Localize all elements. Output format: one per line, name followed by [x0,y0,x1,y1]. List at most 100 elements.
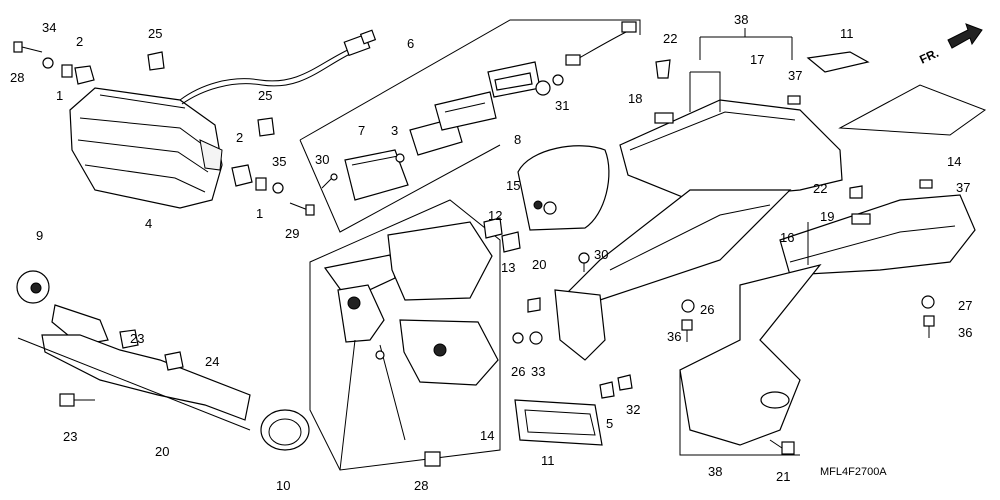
washer-icon [681,299,695,313]
washer-icon [272,182,284,194]
callout-12: 12 [488,208,502,223]
bolt-icon [849,185,863,199]
callout-27: 27 [958,298,972,313]
callout-18: 18 [628,91,642,106]
callout-3: 3 [391,123,398,138]
callout-10: 10 [276,478,290,493]
socket-grip-icon [494,72,533,91]
reflector-icon [260,409,310,451]
diagram-code: MFL4F2700A [820,466,887,478]
callout-39: 39 [0,0,14,3]
seal-icon [806,51,870,73]
screw-icon [578,252,590,272]
clip-icon [501,231,521,253]
bracket-icon [679,194,976,446]
callout-26: 26 [511,364,525,379]
grommet-icon [655,59,671,79]
callout-29: 29 [285,226,299,241]
callout-5: 5 [606,416,613,431]
clip-icon [919,179,933,189]
group-bracket-40 [699,28,793,60]
nut-icon [119,329,139,349]
screw-icon [395,153,405,163]
license-light-lens-icon [409,91,497,156]
callout-19: 19 [820,209,834,224]
nut-icon [552,74,564,86]
callout-33: 33 [531,364,545,379]
grommet-icon [231,164,253,187]
callout-38: 38 [734,12,748,27]
callout-30: 30 [315,152,329,167]
bolt-icon [527,297,541,313]
bolt-icon [289,202,315,216]
washer-icon [42,57,54,69]
callout-14: 14 [947,154,961,169]
reflector-icon [16,270,50,304]
nut-icon [164,351,184,371]
callout-26: 26 [700,302,714,317]
clip-icon [851,213,871,225]
bolt-icon [681,319,693,342]
callout-17: 17 [750,52,764,67]
grommet-icon [512,332,524,344]
callout-36: 36 [667,329,681,344]
clip-icon [483,217,503,239]
callout-2: 2 [236,130,243,145]
callout-37: 37 [956,180,970,195]
callout-28: 28 [10,70,24,85]
callout-8: 8 [514,132,521,147]
bolt-icon [59,393,95,407]
callout-38: 38 [708,464,722,479]
rear-fender-cover-icon [517,145,610,231]
panel-icon [838,84,987,136]
grommet-icon [74,65,95,85]
callout-37: 37 [788,68,802,83]
clip-icon [787,95,801,105]
washer-icon [921,295,935,309]
callout-13: 13 [501,260,515,275]
clip-icon [654,112,674,124]
license-light-icon [344,149,409,201]
callout-23: 23 [63,429,77,444]
callout-6: 6 [407,36,414,51]
callout-4: 4 [145,216,152,231]
bracket-icon [17,304,251,431]
callout-31: 31 [555,98,569,113]
callout-22: 22 [813,181,827,196]
callout-25: 25 [258,88,272,103]
collar-icon [255,177,267,191]
bolt-icon [424,451,441,467]
taillight-assembly-icon [69,87,223,209]
rear-fender-icon [309,199,501,471]
collar-icon [529,331,543,345]
callout-25: 25 [148,26,162,41]
bolt-icon [769,439,795,455]
callout-36: 36 [958,325,972,340]
bulb-icon [535,80,551,96]
callout-35: 35 [272,154,286,169]
callout-1: 1 [256,206,263,221]
screw-icon [321,173,338,189]
group-outline-6 [299,19,641,233]
group-bracket-39 [679,370,800,456]
callout-24: 24 [205,354,219,369]
callout-30: 30 [594,247,608,262]
callout-9: 9 [36,228,43,243]
nut-icon [599,381,615,399]
callout-20: 20 [532,257,546,272]
callout-11: 11 [840,26,854,41]
bolt-icon [13,41,43,53]
mudguard-icon [554,99,843,361]
callout-14: 14 [480,428,494,443]
callout-22: 22 [663,31,677,46]
callout-20: 20 [155,444,169,459]
bolt-icon [923,315,935,338]
callout-7: 7 [358,123,365,138]
nut-icon [617,374,633,391]
callout-28: 28 [414,478,428,493]
reflector-icon [514,399,603,446]
callout-32: 32 [626,402,640,417]
front-direction-icon: FR. [917,23,983,67]
